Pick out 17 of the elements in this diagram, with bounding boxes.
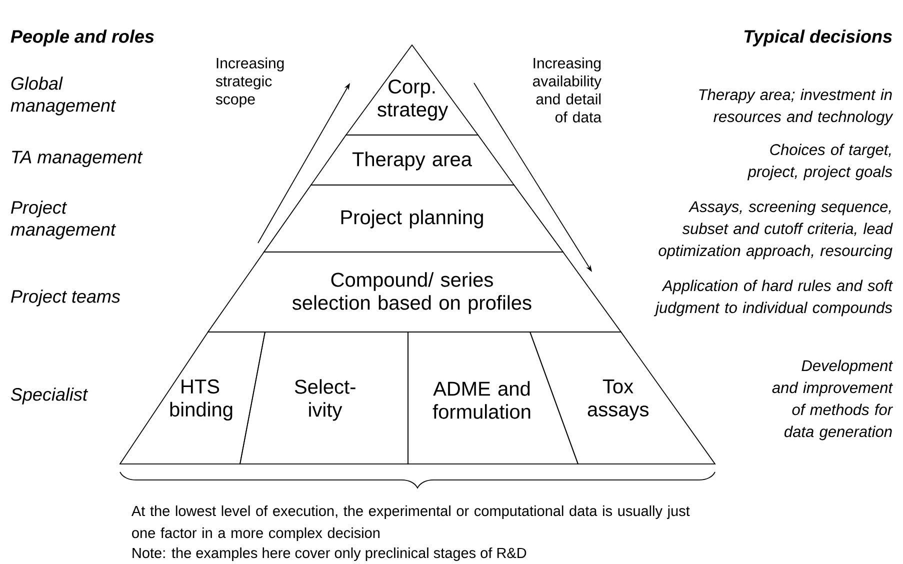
pyramid-cell: ADME and formulation: [408, 332, 579, 464]
note-text: Note: the examples here cover only preclinical stages of R&D: [132, 547, 526, 561]
role-label: Project management: [10, 200, 116, 240]
decision-text: Choices of target, project, project goals: [747, 144, 892, 180]
note-text: At the lowest level of execution, the experimental or computational data is usually just one factor in a more complex decision: [132, 505, 690, 541]
column-heading: People and roles: [10, 30, 154, 46]
role-label: TA management: [12, 150, 143, 168]
arrow-caption: Increasing availability and detail of data: [533, 57, 602, 122]
decision-text: Therapy area; investment in resources and technology: [699, 88, 894, 126]
decision-text: Assays, screening sequence, subset and cutoff criteria, lead optimization approach, resourcing: [658, 200, 893, 260]
decision-text: Application of hard rules and soft judgment to individual compounds: [654, 280, 894, 316]
role-label: Specialist: [10, 388, 88, 404]
role-label: Project teams: [11, 290, 120, 306]
decision-text: Development and improvement of methods for data generation: [772, 360, 894, 440]
role-label: Global management: [10, 76, 116, 116]
arrow-caption: Increasing strategic scope: [216, 57, 284, 108]
column-heading: Typical decisions: [744, 30, 892, 46]
